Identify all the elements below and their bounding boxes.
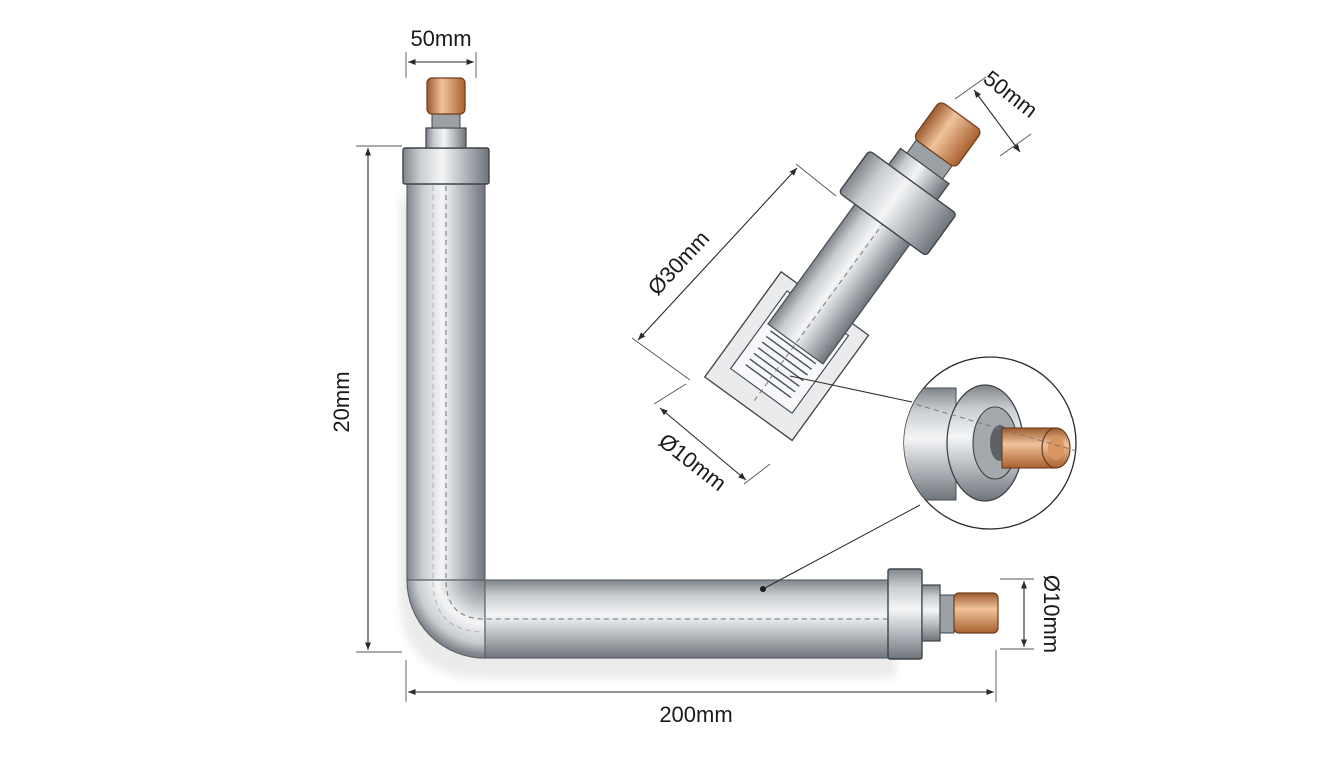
dimension-horizontal-length: 200mm xyxy=(405,650,997,727)
horizontal-length-label: 200mm xyxy=(659,702,732,727)
pipe-bend xyxy=(406,579,486,659)
detail-inner-diameter-label: Ø10mm xyxy=(654,428,731,496)
top-copper-fitting xyxy=(426,77,466,115)
dimension-top-fitting: 50mm xyxy=(405,26,477,78)
dimension-vertical-length: 20mm xyxy=(329,145,402,653)
detail-copper-tip xyxy=(914,102,981,167)
end-diameter-label: Ø10mm xyxy=(1039,575,1064,653)
l-pipe-assembly xyxy=(400,77,999,678)
detail-outer-diameter-label: Ø30mm xyxy=(643,226,715,300)
right-copper-fitting xyxy=(953,592,999,634)
dimension-end-diameter: Ø10mm xyxy=(1000,575,1064,653)
detail-fitting-length-label: 50mm xyxy=(979,65,1043,122)
vertical-length-label: 20mm xyxy=(329,371,354,432)
right-collar xyxy=(887,568,923,660)
top-collar xyxy=(402,147,490,185)
detail-fitting-view xyxy=(703,102,981,442)
top-fitting-length-label: 50mm xyxy=(410,26,471,51)
magnified-detail-circle xyxy=(762,356,1077,590)
